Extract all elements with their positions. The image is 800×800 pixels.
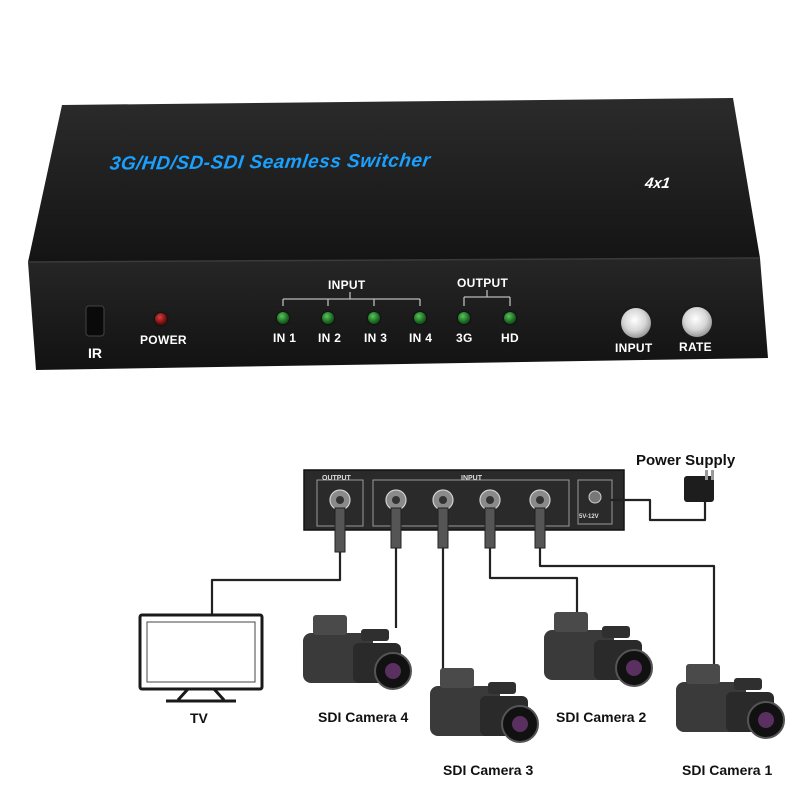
- camera-3-illustration: [430, 668, 539, 743]
- camera-2-label: SDI Camera 2: [556, 709, 647, 725]
- power-label: POWER: [140, 333, 187, 347]
- switcher-device-photo: 3G/HD/SD-SDI Seamless Switcher 4x1 IR PO…: [27, 98, 768, 370]
- input-button-label: INPUT: [615, 341, 653, 355]
- led-hd: [504, 312, 516, 324]
- led-3g: [458, 312, 470, 324]
- led-label-in3: IN 3: [364, 331, 388, 345]
- output-group-label: OUTPUT: [457, 276, 509, 290]
- power-led: [155, 313, 167, 325]
- led-in3: [368, 312, 380, 324]
- panel-power-label: 5V-12V: [579, 514, 599, 520]
- input-group-label: INPUT: [328, 278, 366, 292]
- led-label-in1: IN 1: [273, 331, 297, 345]
- camera-2-illustration: [544, 612, 653, 687]
- led-label-in2: IN 2: [318, 331, 342, 345]
- device-body: [27, 98, 768, 370]
- input-button[interactable]: [621, 308, 651, 338]
- tv-illustration: [138, 613, 264, 703]
- rate-button[interactable]: [682, 307, 712, 337]
- led-label-3g: 3G: [456, 331, 473, 345]
- camera-3-label: SDI Camera 3: [443, 762, 534, 778]
- camera-1-illustration: [676, 664, 785, 739]
- ir-label: IR: [88, 345, 102, 361]
- panel-input-label: INPUT: [461, 475, 482, 482]
- power-adapter: [684, 470, 714, 502]
- device-title: 3G/HD/SD-SDI Seamless Switcher: [108, 150, 432, 175]
- led-in4: [414, 312, 426, 324]
- panel-output-label: OUTPUT: [322, 475, 351, 482]
- led-label-hd: HD: [501, 331, 519, 345]
- camera-4-illustration: [303, 615, 412, 690]
- tv-label: TV: [190, 710, 208, 726]
- led-in2: [322, 312, 334, 324]
- camera-1-label: SDI Camera 1: [682, 762, 773, 778]
- device-model: 4x1: [643, 175, 672, 192]
- input-bracket: [282, 292, 421, 306]
- camera-4-label: SDI Camera 4: [318, 709, 409, 725]
- power-supply-label: Power Supply: [636, 452, 736, 469]
- led-in1: [277, 312, 289, 324]
- ir-receiver: [85, 305, 105, 337]
- output-bracket: [463, 290, 511, 306]
- rate-button-label: RATE: [679, 340, 712, 354]
- led-label-in4: IN 4: [409, 331, 433, 345]
